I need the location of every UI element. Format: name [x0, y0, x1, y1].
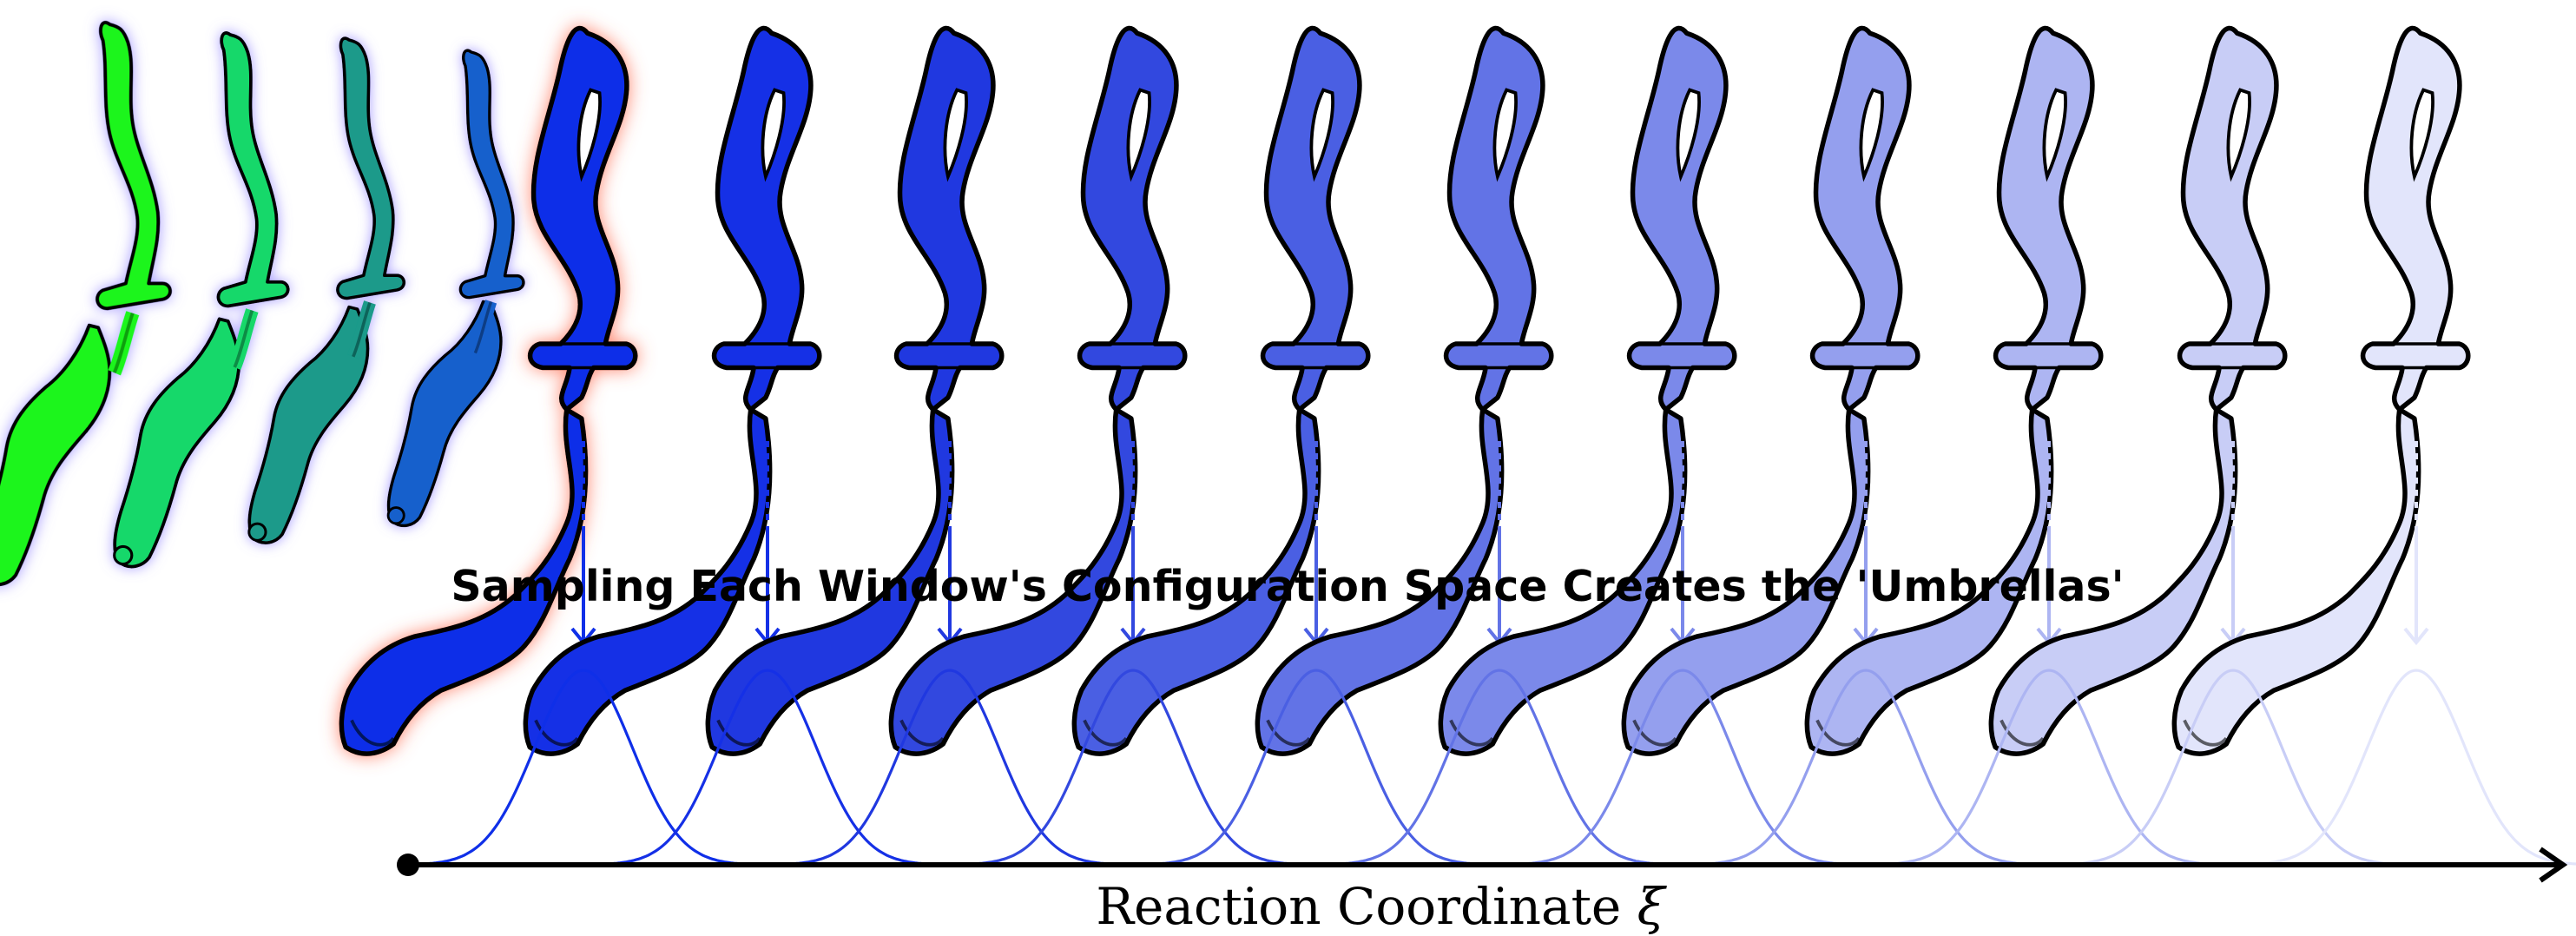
window-4-umbrella-curve [958, 669, 1308, 867]
window-7-structure [1438, 25, 1737, 756]
window-11-arrowhead [2403, 627, 2429, 646]
window-8-structure [1621, 25, 1920, 756]
window-1-structure [339, 25, 638, 756]
pull-frame-3 [247, 36, 406, 544]
axis-label-text: Reaction Coordinate [1096, 877, 1621, 936]
window-3-umbrella-curve [774, 669, 1125, 867]
window-7-umbrella-curve [1507, 669, 1858, 867]
window-structures [339, 25, 2471, 756]
window-6-umbrella-curve [1324, 669, 1675, 867]
pull-frame-1 [0, 21, 173, 587]
figure-title: Sampling Each Window's Configuration Spa… [451, 562, 2124, 611]
window-5-structure [1071, 25, 1371, 756]
window-10-structure [1988, 25, 2288, 756]
reaction-coordinate-axis [397, 847, 2568, 883]
umbrella-curves [408, 669, 2576, 867]
axis-symbol: ξ [1637, 877, 1668, 936]
window-1-umbrella-curve [408, 669, 759, 867]
pull-frame-2 [113, 31, 290, 569]
window-3-structure [705, 25, 1005, 756]
window-9-structure [1804, 25, 2104, 756]
pulling-structures [0, 21, 525, 587]
axis-label: Reaction Coordinate ξ [1096, 877, 1667, 936]
window-11-umbrella-curve [2241, 669, 2576, 867]
window-2-umbrella-curve [592, 669, 943, 867]
window-4-structure [888, 25, 1188, 756]
window-5-umbrella-curve [1141, 669, 1492, 867]
axis-arrowhead [2539, 847, 2568, 883]
window-10-umbrella-curve [2058, 669, 2408, 867]
window-11-structure [2171, 25, 2471, 756]
window-6-structure [1255, 25, 1554, 756]
axis-origin-dot [397, 854, 419, 876]
window-8-umbrella-curve [1690, 669, 2041, 867]
window-2-structure [523, 25, 822, 756]
window-9-umbrella-curve [1874, 669, 2224, 867]
pull-frame-4 [386, 49, 525, 528]
